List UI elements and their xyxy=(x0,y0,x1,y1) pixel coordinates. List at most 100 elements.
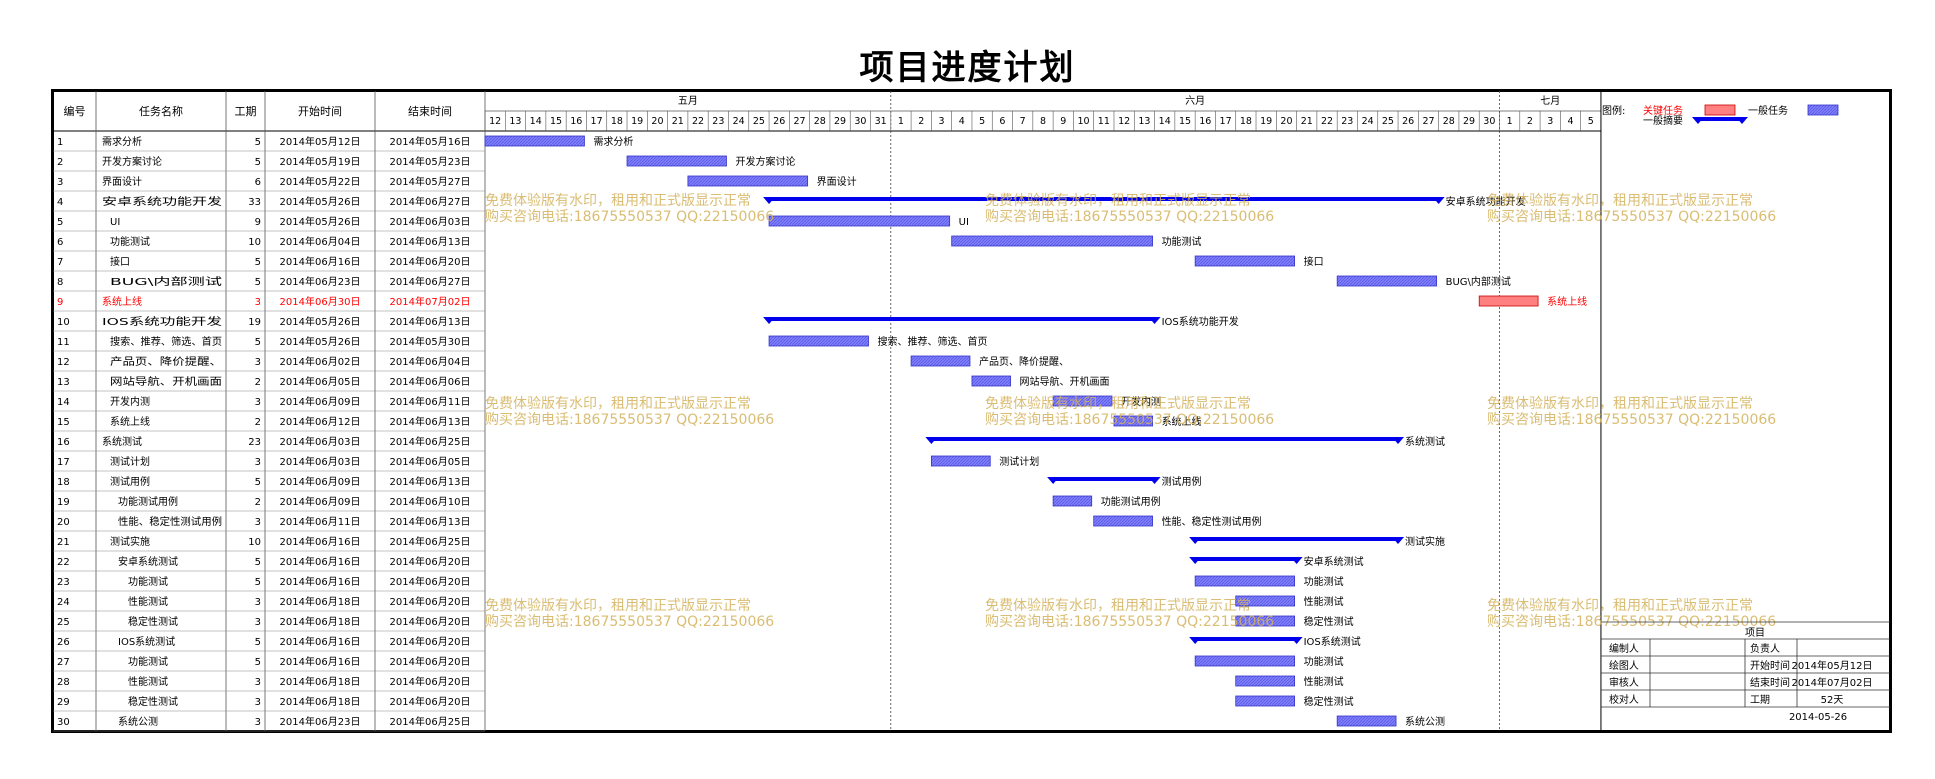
day-tick-label: 2 xyxy=(918,116,924,127)
bar-label: 系统公测 xyxy=(1405,715,1445,728)
summary-bar-end-cap xyxy=(1290,637,1303,644)
task-duration: 6 xyxy=(255,177,261,188)
task-duration: 19 xyxy=(248,317,261,328)
legend-critical-swatch xyxy=(1704,104,1736,116)
task-duration: 3 xyxy=(255,597,261,608)
bar-label: IOS系统功能开发 xyxy=(1162,315,1239,328)
task-duration: 5 xyxy=(255,337,261,348)
task-end: 2014年05月23日 xyxy=(390,155,471,168)
task-start: 2014年06月11日 xyxy=(280,515,361,528)
task-start: 2014年05月26日 xyxy=(280,335,361,348)
task-end: 2014年06月20日 xyxy=(390,675,471,688)
bar-label: 性能、稳定性测试用例 xyxy=(1162,515,1262,528)
day-tick-label: 25 xyxy=(1382,116,1394,127)
bar-label: IOS系统测试 xyxy=(1304,635,1361,648)
summary-bar-start-cap xyxy=(1047,477,1060,484)
day-tick-label: 30 xyxy=(1483,116,1495,127)
day-tick-label: 28 xyxy=(1443,116,1455,127)
task-end: 2014年06月27日 xyxy=(390,275,471,288)
day-tick-label: 3 xyxy=(939,116,945,127)
task-duration: 3 xyxy=(255,397,261,408)
task-id: 13 xyxy=(57,377,70,388)
column-header: 工期 xyxy=(235,105,257,118)
task-start: 2014年06月18日 xyxy=(280,615,361,628)
task-id: 3 xyxy=(57,177,63,188)
task-bar xyxy=(1194,255,1296,267)
task-start: 2014年06月16日 xyxy=(280,255,361,268)
task-bar xyxy=(1093,515,1153,527)
day-tick-label: 5 xyxy=(979,116,985,127)
task-start: 2014年05月19日 xyxy=(280,155,361,168)
legend-summary-label: 一般摘要 xyxy=(1643,114,1683,127)
task-duration: 23 xyxy=(248,437,261,448)
task-end: 2014年06月20日 xyxy=(390,555,471,568)
task-id: 11 xyxy=(57,337,70,348)
task-duration: 5 xyxy=(255,157,261,168)
watermark-line-1: 免费体验版有水印，租用和正式版显示正常 xyxy=(1487,396,1753,412)
task-start: 2014年06月23日 xyxy=(280,275,361,288)
bar-label: 开发内测 xyxy=(1121,395,1161,408)
watermark-line-1: 免费体验版有水印，租用和正式版显示正常 xyxy=(485,193,751,209)
summary-bar-start-cap xyxy=(763,197,776,204)
day-tick-label: 19 xyxy=(1260,116,1272,127)
day-tick-label: 19 xyxy=(631,116,643,127)
task-bar xyxy=(1235,675,1295,687)
task-bar xyxy=(768,215,951,227)
task-id: 14 xyxy=(57,397,70,408)
task-duration: 5 xyxy=(255,637,261,648)
task-start: 2014年06月03日 xyxy=(280,455,361,468)
info-value: 2014年05月12日 xyxy=(1792,659,1873,672)
summary-bar xyxy=(769,197,1439,201)
task-start: 2014年06月16日 xyxy=(280,535,361,548)
task-name: 系统公测 xyxy=(118,715,158,728)
day-tick-label: 11 xyxy=(1098,116,1110,127)
task-id: 21 xyxy=(57,537,70,548)
task-duration: 5 xyxy=(255,577,261,588)
legend-summary-bar xyxy=(1698,117,1742,121)
task-end: 2014年06月25日 xyxy=(390,535,471,548)
task-id: 12 xyxy=(57,357,70,368)
task-duration: 3 xyxy=(255,617,261,628)
task-start: 2014年06月18日 xyxy=(280,675,361,688)
day-tick-label: 26 xyxy=(1402,116,1414,127)
task-name: IOS系统测试 xyxy=(118,635,175,648)
task-end: 2014年07月02日 xyxy=(390,295,471,308)
task-duration: 10 xyxy=(248,537,261,548)
day-tick-label: 7 xyxy=(1020,116,1026,127)
task-end: 2014年06月13日 xyxy=(390,515,471,528)
day-tick-label: 15 xyxy=(1179,116,1191,127)
day-tick-label: 2 xyxy=(1527,116,1533,127)
task-duration: 2 xyxy=(255,417,261,428)
task-start: 2014年06月18日 xyxy=(280,695,361,708)
day-tick-label: 21 xyxy=(1301,116,1313,127)
summary-bar-start-cap xyxy=(925,437,938,444)
task-end: 2014年06月04日 xyxy=(390,355,471,368)
task-end: 2014年05月16日 xyxy=(390,135,471,148)
legend-summary-end-cap xyxy=(1736,117,1748,124)
task-start: 2014年06月16日 xyxy=(280,555,361,568)
task-end: 2014年06月20日 xyxy=(390,575,471,588)
task-bar xyxy=(1194,655,1296,667)
task-name: 系统测试 xyxy=(102,435,142,448)
task-bar xyxy=(951,235,1153,247)
task-name: UI xyxy=(110,217,120,228)
bar-label: 搜索、推荐、筛选、首页 xyxy=(878,335,988,348)
day-tick-label: 31 xyxy=(875,116,887,127)
day-tick-label: 20 xyxy=(1280,116,1292,127)
watermark-line-2: 购买咨询电话:18675550537 QQ:22150066 xyxy=(985,614,1274,630)
day-tick-label: 20 xyxy=(651,116,663,127)
task-duration: 2 xyxy=(255,377,261,388)
task-name: 功能测试 xyxy=(110,235,150,248)
day-tick-label: 27 xyxy=(1422,116,1434,127)
summary-bar xyxy=(1195,537,1399,541)
month-label: 五月 xyxy=(678,95,698,107)
task-duration: 5 xyxy=(255,257,261,268)
task-name: 界面设计 xyxy=(102,175,142,188)
watermark-line-1: 免费体验版有水印，租用和正式版显示正常 xyxy=(485,396,751,412)
task-id: 30 xyxy=(57,717,70,728)
bar-label: 功能测试用例 xyxy=(1101,495,1161,508)
watermark-line-2: 购买咨询电话:18675550537 QQ:22150066 xyxy=(485,614,774,630)
day-tick-label: 9 xyxy=(1060,116,1066,127)
task-name: 功能测试 xyxy=(128,655,168,668)
day-tick-label: 4 xyxy=(959,116,965,127)
